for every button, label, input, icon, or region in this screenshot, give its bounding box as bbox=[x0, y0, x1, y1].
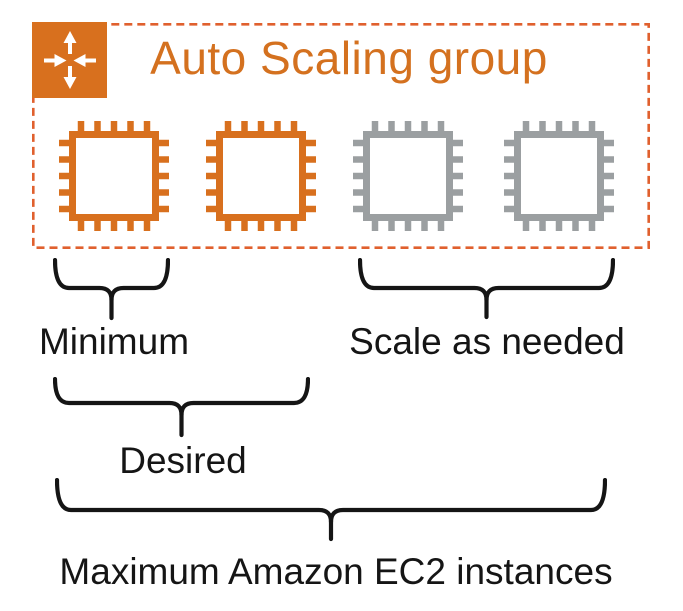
maximum-brace bbox=[55, 478, 607, 542]
scale-as-needed-label: Scale as needed bbox=[349, 321, 625, 362]
minimum-label: Minimum bbox=[38, 321, 190, 362]
ec2-instance-icon-4 bbox=[503, 120, 615, 232]
desired-label: Desired bbox=[119, 440, 247, 481]
auto-scaling-group-icon bbox=[32, 22, 107, 98]
ec2-instance-icon-1 bbox=[58, 120, 170, 232]
desired-brace bbox=[53, 377, 310, 438]
ec2-instance-icon-2 bbox=[205, 120, 317, 232]
scale-as-needed-brace bbox=[358, 258, 615, 320]
auto-scaling-group-title: Auto Scaling group bbox=[150, 32, 548, 84]
ec2-instance-icon-3 bbox=[352, 120, 464, 232]
minimum-brace bbox=[53, 258, 170, 321]
maximum-label: Maximum Amazon EC2 instances bbox=[59, 551, 613, 592]
auto-scaling-group-boundary bbox=[32, 23, 650, 249]
